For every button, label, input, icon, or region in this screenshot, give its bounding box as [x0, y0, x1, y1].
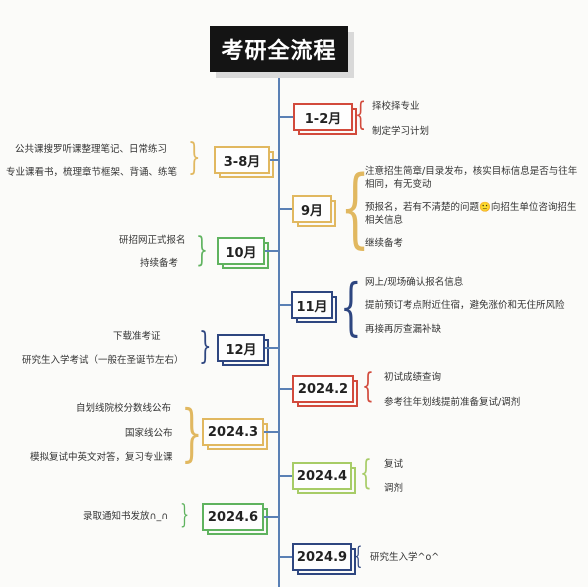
stage-connector	[279, 208, 292, 210]
stage-connector	[264, 516, 279, 518]
stage-item: 提前预订考点附近住宿，避免涨价和无住所风险	[365, 300, 565, 311]
stage-item: 国家线公布	[125, 428, 173, 439]
stage-box: 3-8月	[214, 146, 274, 178]
stage-item: 录取通知书发放∩_∩	[83, 511, 169, 522]
stage-brace: }	[196, 230, 208, 270]
stage-brace: }	[199, 326, 212, 367]
stage-item: 择校择专业	[372, 101, 420, 112]
stage-connector	[279, 556, 292, 558]
stage-brace: {	[340, 158, 371, 258]
stage-brace: }	[180, 500, 190, 530]
stage-item: 研招网正式报名	[119, 235, 186, 246]
stage-connector	[265, 347, 279, 349]
diagram-title: 考研全流程	[210, 26, 348, 72]
stage-box: 2024.6	[202, 503, 268, 535]
stage-item: 专业课看书，梳理章节框架、背诵、练笔	[6, 167, 178, 178]
stage-box: 10月	[217, 237, 269, 269]
stage-brace: }	[188, 137, 201, 178]
stage-item: 模拟复试中英文对答，复习专业课	[30, 452, 173, 463]
stage-connector	[270, 159, 279, 161]
stage-item: 研究生入学^o^	[370, 552, 440, 563]
stage-brace: {	[362, 366, 374, 406]
stage-brace: }	[181, 396, 203, 469]
stage-item: 调剂	[384, 483, 404, 494]
stage-item: 持续备考	[140, 258, 179, 269]
stage-box: 2024.4	[292, 462, 356, 494]
stage-connector	[264, 431, 279, 433]
stage-connector	[265, 250, 279, 252]
stage-box: 1-2月	[293, 103, 357, 135]
stage-item: 参考往年划线提前准备复试/调剂	[384, 397, 521, 408]
stage-item: 网上/现场确认报名信息	[365, 277, 464, 288]
stage-box: 12月	[217, 334, 269, 366]
stage-item: 制定学习计划	[372, 126, 430, 137]
stage-box: 11月	[291, 291, 337, 323]
stage-connector	[279, 388, 292, 390]
stage-item: 初试成绩查询	[384, 372, 442, 383]
stage-connector	[279, 116, 293, 118]
stage-item: 下载准考证	[113, 331, 161, 342]
stage-item: 预报名，若有不清楚的问题🙂向招生单位咨询招生相关信息	[365, 202, 577, 226]
stage-item: 继续备考	[365, 238, 404, 249]
stage-connector	[279, 304, 291, 306]
stage-box: 2024.9	[292, 543, 356, 575]
stage-box: 9月	[292, 195, 336, 227]
stage-box: 2024.2	[292, 375, 358, 407]
stage-item: 自划线院校分数线公布	[76, 403, 172, 414]
stage-item: 研究生入学考试（一般在圣诞节左右）	[22, 355, 184, 366]
stage-brace: {	[340, 270, 362, 343]
stage-item: 复试	[384, 459, 404, 470]
stage-connector	[279, 475, 292, 477]
stage-box: 2024.3	[202, 418, 268, 450]
stage-item: 再接再厉查漏补缺	[365, 324, 442, 335]
stage-item: 注意招生简章/目录发布，核实目标信息是否与往年相同，有无变动	[365, 166, 578, 190]
stage-brace: {	[354, 542, 363, 570]
stage-brace: {	[360, 453, 372, 493]
stage-item: 公共课搜罗听课整理笔记、日常练习	[15, 144, 168, 155]
stage-brace: {	[355, 95, 367, 133]
